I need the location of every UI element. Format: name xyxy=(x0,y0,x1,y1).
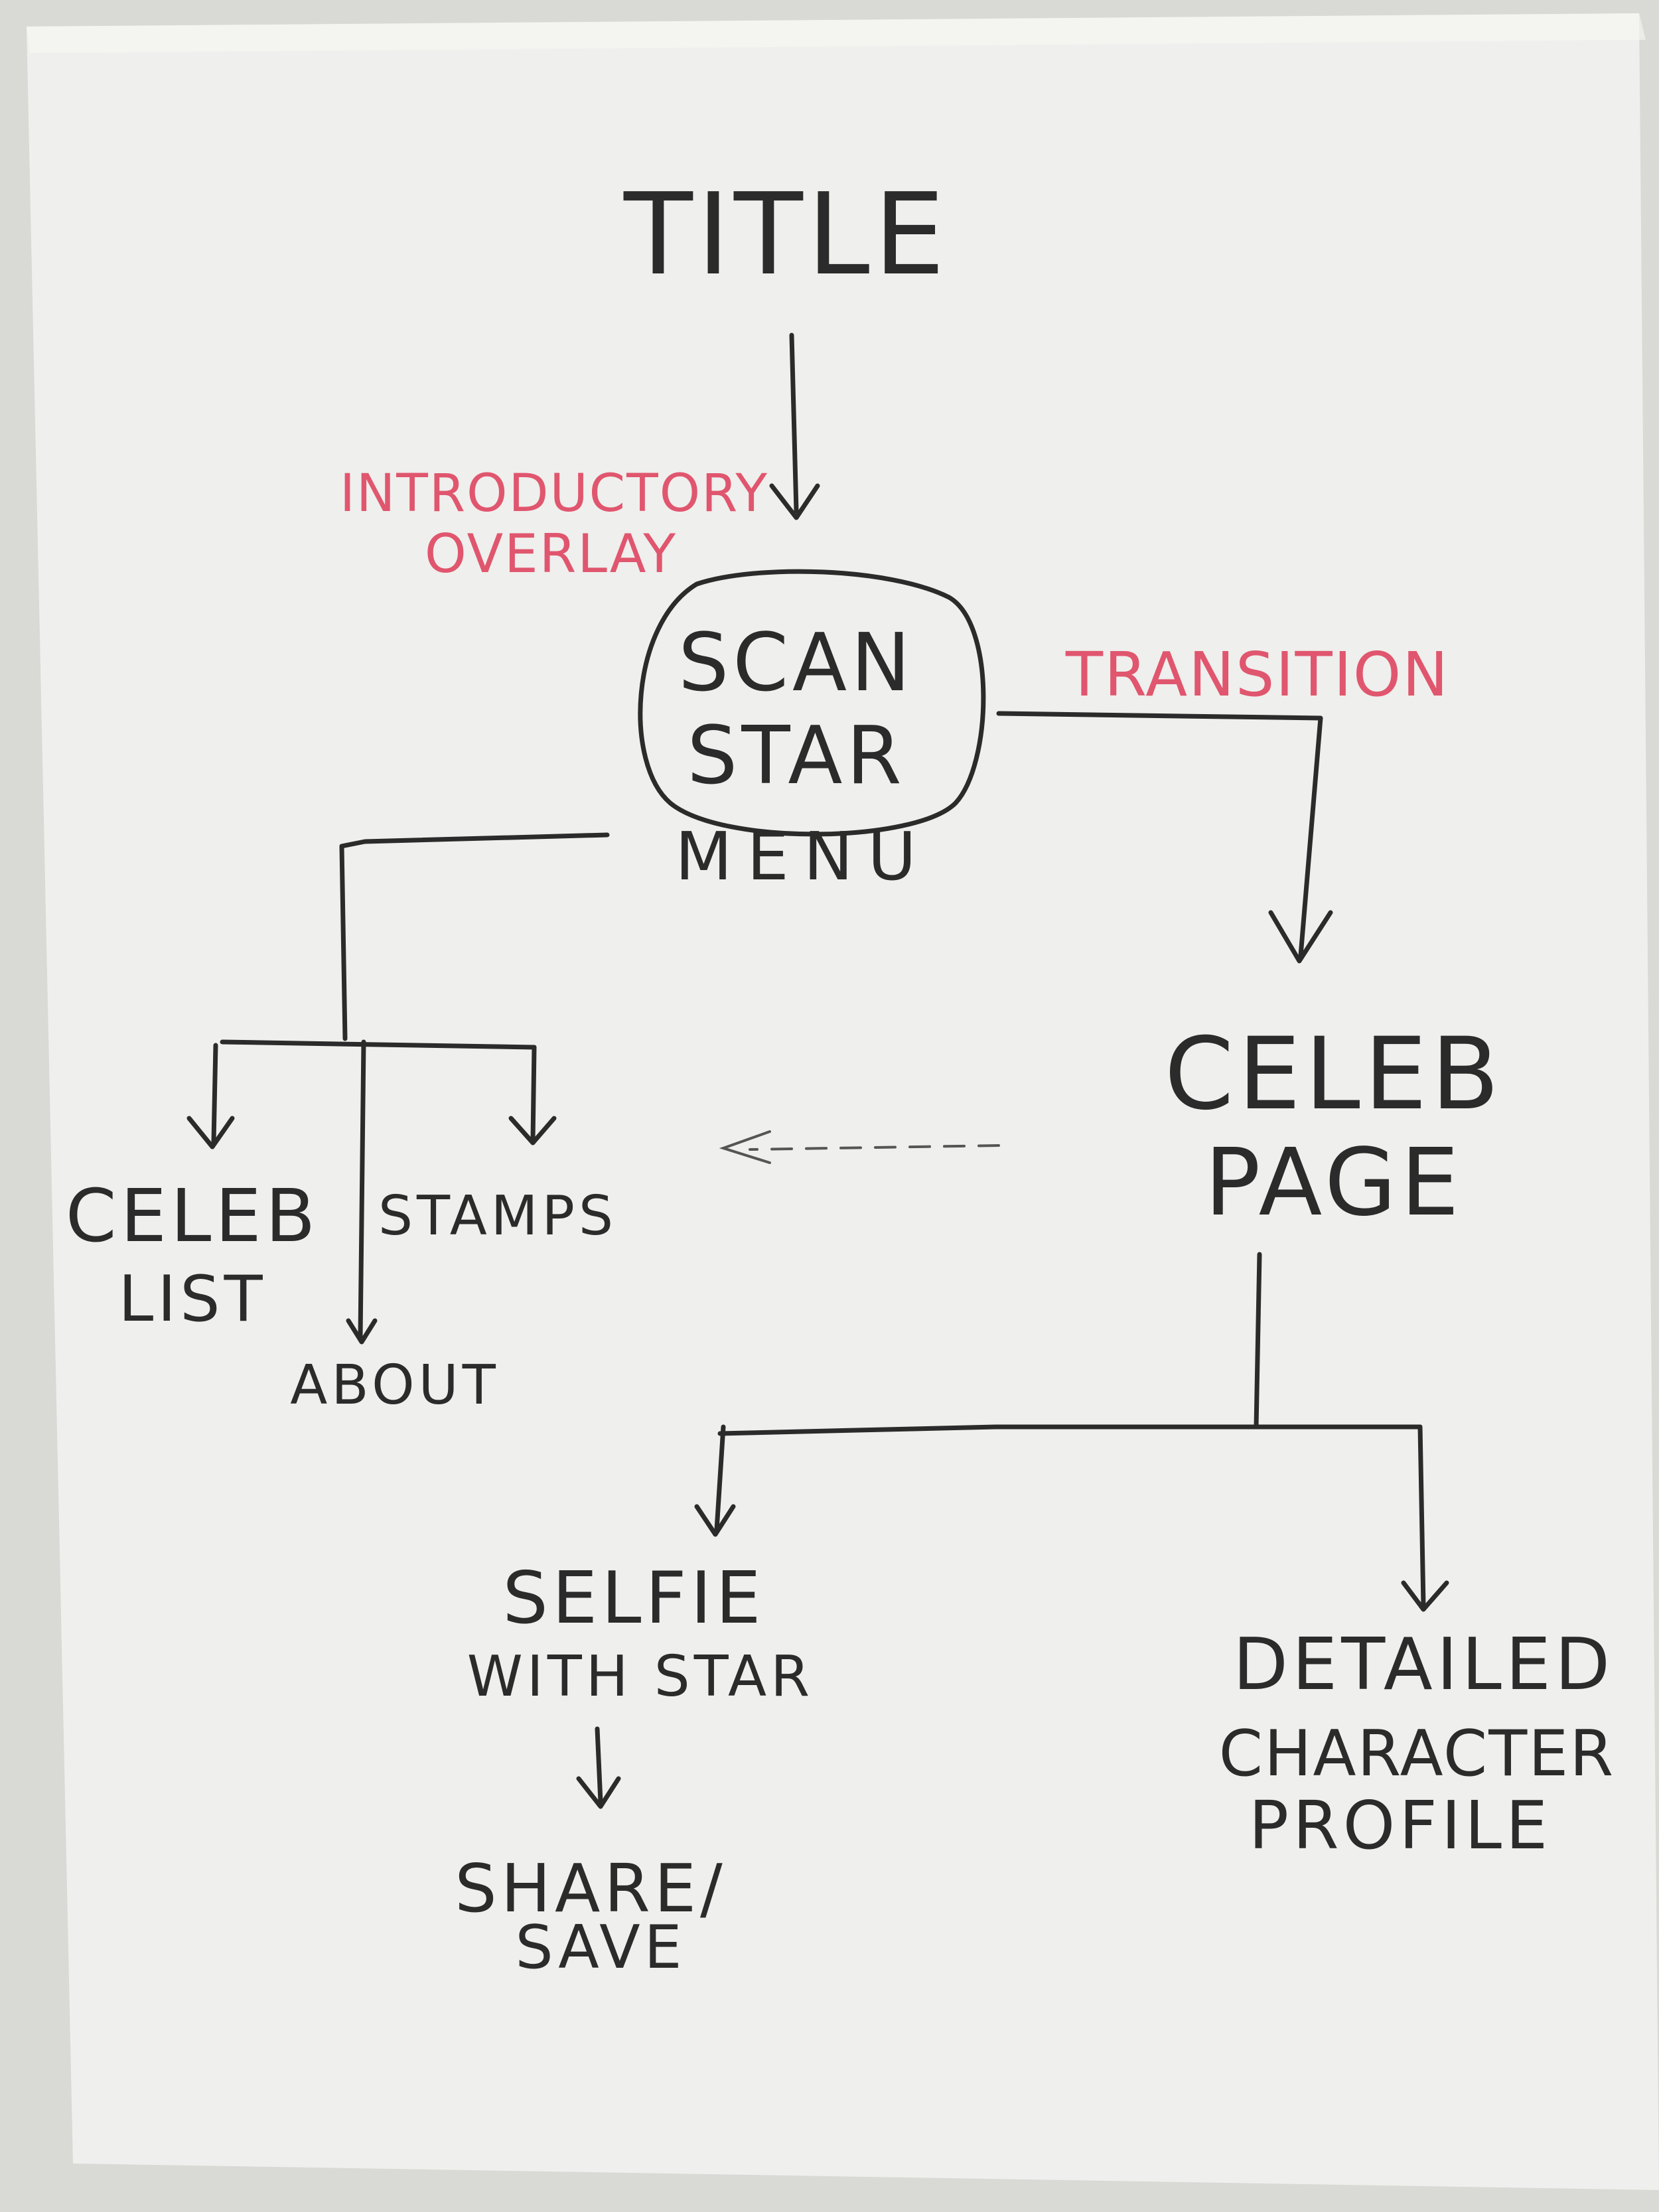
dashed-link-line xyxy=(749,1144,1000,1151)
transition-connector xyxy=(996,711,1323,958)
to-selfie-line xyxy=(714,1424,726,1532)
celeb-list-label-line2: LIST xyxy=(118,1263,266,1336)
to-about-arrowhead xyxy=(346,1318,378,1345)
share-label-line1: SHARE/ xyxy=(455,1850,726,1927)
selfie-label-line1: SELFIE xyxy=(502,1557,764,1640)
stamps-label: STAMPS xyxy=(378,1185,617,1248)
paper-sheet xyxy=(27,13,1659,2190)
menu-branch-line xyxy=(339,832,610,1041)
celeb-page-down-line xyxy=(1254,1252,1262,1430)
transition-label: TRANSITION xyxy=(1065,639,1449,710)
to-about-line xyxy=(358,1039,366,1340)
celeb-list-label-line1: CELEB xyxy=(66,1173,320,1258)
to-share-line xyxy=(595,1726,603,1805)
menu-split-bar xyxy=(220,1039,537,1050)
paper-top-edge xyxy=(27,13,1646,53)
scan-star-oval xyxy=(638,569,986,837)
to-stamps-line xyxy=(530,1045,537,1143)
to-celeb-list-line xyxy=(211,1043,218,1144)
celeb-page-label-line2: PAGE xyxy=(1204,1129,1463,1237)
to-share-arrowhead xyxy=(576,1776,621,1809)
menu-label: MENU xyxy=(675,818,930,895)
profile-label-line2: CHARACTER xyxy=(1219,1718,1615,1791)
intro-overlay-label-line1: INTRODUCTORY xyxy=(340,464,768,524)
to-celeb-list-arrowhead xyxy=(186,1116,235,1149)
scan-star-label-line2: STAR xyxy=(687,710,906,802)
title-to-scan-arrow xyxy=(789,332,799,514)
profile-label-line3: PROFILE xyxy=(1249,1787,1551,1864)
profile-label-line1: DETAILED xyxy=(1233,1623,1614,1706)
to-stamps-arrowhead xyxy=(508,1116,557,1145)
to-profile-line xyxy=(1417,1424,1426,1609)
to-selfie-arrowhead xyxy=(694,1504,736,1537)
transition-arrowhead xyxy=(1268,910,1333,964)
share-label-line2: SAVE xyxy=(515,1913,685,1982)
scan-star-label-line1: SCAN xyxy=(678,617,914,709)
title-to-scan-arrowhead xyxy=(769,483,820,520)
celeb-page-label-line1: CELEB xyxy=(1165,1017,1504,1132)
selfie-label-line2: WITH STAR xyxy=(467,1644,814,1710)
intro-overlay-label-line2: OVERLAY xyxy=(425,523,677,585)
to-profile-arrowhead xyxy=(1401,1580,1449,1612)
title-label: TITLE xyxy=(623,169,949,301)
dashed-link-arrowhead xyxy=(719,1130,771,1164)
about-label: ABOUT xyxy=(290,1354,500,1417)
celeb-page-split-bar xyxy=(717,1424,1423,1436)
